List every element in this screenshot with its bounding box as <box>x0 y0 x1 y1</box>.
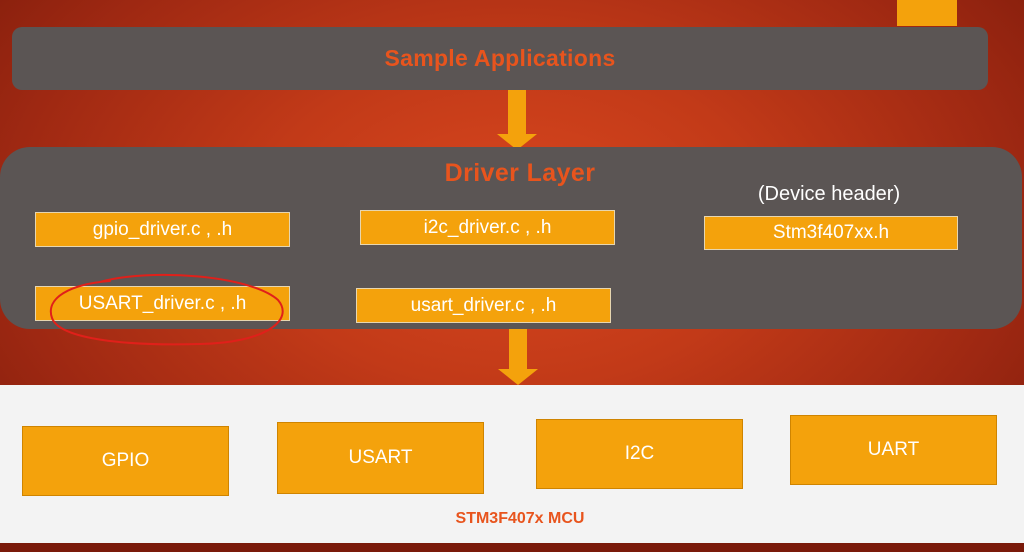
uart-peripheral-box: UART <box>790 415 997 485</box>
driver-layer-title: Driver Layer <box>444 159 596 187</box>
arrow-down-icon <box>497 90 537 152</box>
usart-peripheral-box: USART <box>277 422 484 494</box>
usart-driver-lower-box: usart_driver.c , .h <box>356 288 611 323</box>
device-header-label: (Device header) <box>757 183 901 205</box>
mcu-label: STM3F407x MCU <box>455 510 585 527</box>
gpio-driver-box: gpio_driver.c , .h <box>35 212 290 247</box>
sample-applications-layer: Sample Applications <box>12 27 988 90</box>
gpio-peripheral-box: GPIO <box>22 426 229 496</box>
i2c-driver-box: i2c_driver.c , .h <box>360 210 615 245</box>
stm32-header-box: Stm3f407xx.h <box>704 216 958 250</box>
sample-applications-label: Sample Applications <box>384 45 616 71</box>
arrow-down-icon <box>498 329 538 387</box>
usart-driver-upper-box: USART_driver.c , .h <box>35 286 290 321</box>
mcu-base-strip <box>0 543 1024 552</box>
corner-tab <box>897 0 957 26</box>
i2c-peripheral-box: I2C <box>536 419 743 489</box>
